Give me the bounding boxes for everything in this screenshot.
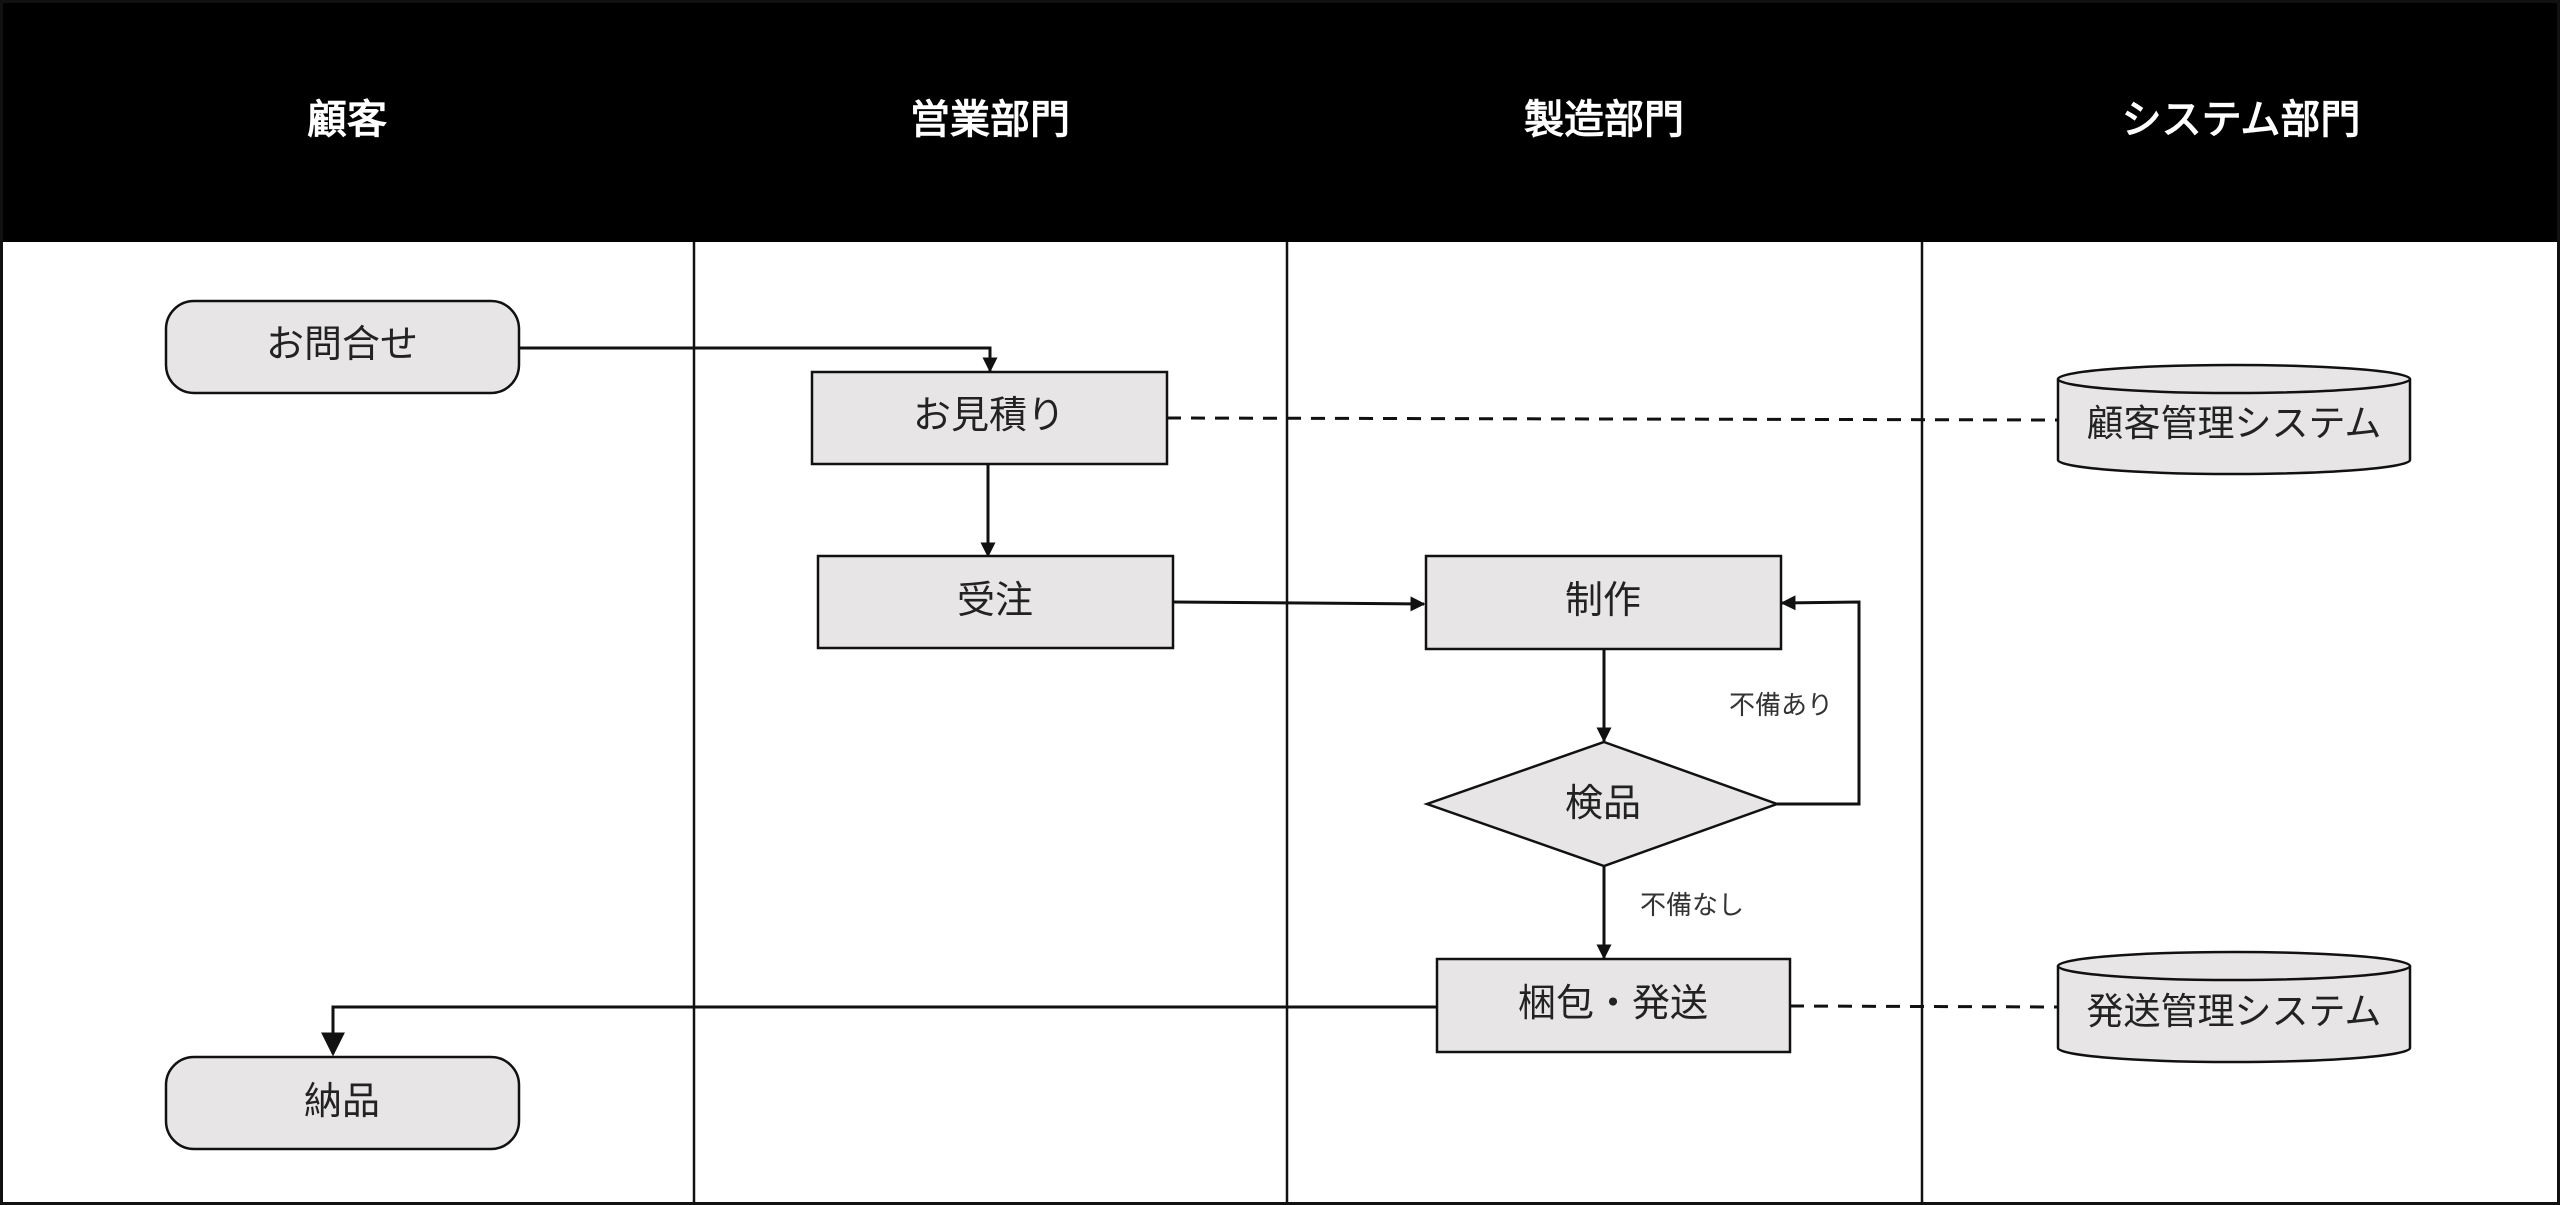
db-crm-system-label: 顧客管理システム [2087, 402, 2382, 445]
edge-packing-shipping-link [1789, 1004, 2059, 1009]
edge-label-defect-no: 不備なし [1640, 891, 1744, 921]
lane-header-customer: 顧客 [307, 97, 387, 143]
node-estimate-label: お見積り [913, 393, 1065, 437]
node-inquiry-label: お問合せ [266, 322, 418, 366]
db-shipping-system[interactable]: 発送管理システム [2056, 950, 2412, 1064]
db-shipping-system-label: 発送管理システム [2087, 990, 2382, 1033]
lane-header-system: システム部門 [2122, 97, 2361, 143]
node-delivery-label: 納品 [304, 1079, 380, 1123]
node-inquiry[interactable]: お問合せ [164, 299, 521, 395]
node-order-label: 受注 [957, 578, 1033, 622]
node-packing-label: 梱包・発送 [1518, 981, 1708, 1025]
lane-header-sales: 営業部門 [910, 97, 1070, 143]
edge-inquiry-to-estimate [519, 346, 998, 373]
node-order[interactable]: 受注 [816, 554, 1175, 650]
node-packing[interactable]: 梱包・発送 [1435, 957, 1792, 1054]
node-estimate[interactable]: お見積り [810, 370, 1169, 466]
node-production-label: 制作 [1565, 578, 1641, 622]
edge-order-to-production [1172, 596, 1426, 612]
edge-label-defect-yes: 不備あり [1729, 691, 1833, 721]
edge-inspection-back-to-production [1777, 595, 1861, 806]
node-delivery[interactable]: 納品 [164, 1055, 521, 1151]
edge-estimate-crm-link [1166, 416, 2059, 422]
lane-header-band [0, 0, 2560, 242]
node-production[interactable]: 制作 [1424, 554, 1783, 651]
node-inspection-label: 検品 [1565, 781, 1641, 825]
db-crm-system[interactable]: 顧客管理システム [2056, 363, 2412, 476]
edge-packing-to-delivery [321, 1005, 1437, 1057]
node-inspection[interactable]: 検品 [1423, 740, 1781, 868]
lane-header-manufacturing: 製造部門 [1524, 97, 1684, 143]
